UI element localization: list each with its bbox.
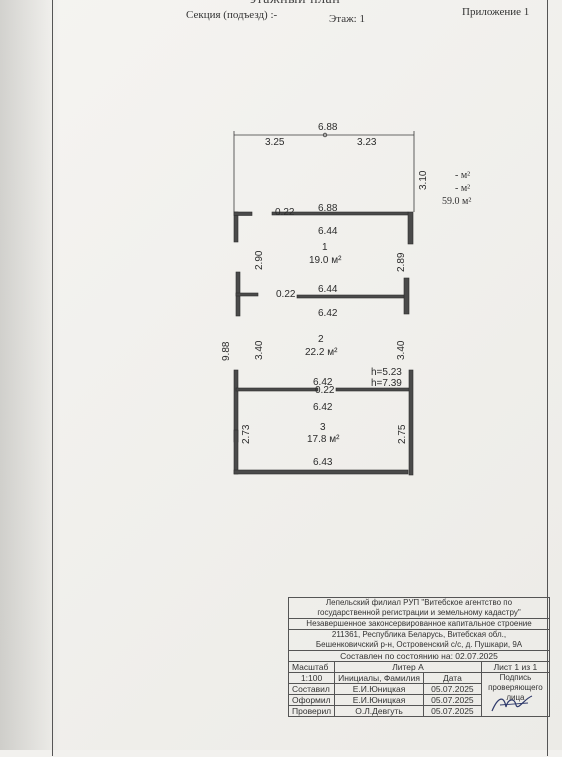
dim-room3-left: 2.73 [241,424,252,444]
stamp-role-1: Составил [287,683,336,695]
plan-title: этажный план [250,0,340,8]
plan-outline-top [233,131,415,212]
section-label: Секция (подъезд) :- [186,9,278,21]
dim-wall3-top: 6.42 [313,377,333,388]
stamp-scale-value: 1:100 [287,672,336,684]
room-2-area: 22.2 м² [305,347,338,358]
stamp-date-header: Дата [422,672,482,684]
dim-wall1-top: 6.88 [318,203,338,214]
room-2-number: 2 [318,334,324,345]
stamp-name-1: Е.И.Юницкая [334,683,424,695]
dim-wall2-thick: 0.22 [276,289,296,300]
dim-room1-right: 2.89 [396,252,407,272]
stamp-address: 211361, Республика Беларусь, Витебская о… [288,629,550,651]
dim-right-top: 3.10 [418,170,429,190]
dim-wall3-bottom: 6.42 [313,402,333,413]
dim-wall1-thick: 0.22 [275,207,295,218]
dim-height-2: h=7.39 [371,378,402,389]
room-1-area: 19.0 м² [309,255,342,266]
stamp-date-1: 05.07.2025 [422,683,482,695]
stamp-table: Лепельский филиал РУП "Витебское агентст… [287,597,551,717]
stamp-liter: Литер А [334,661,482,673]
dim-room2-left: 3.40 [254,340,265,360]
dim-wall2-bottom: 6.42 [318,308,338,319]
dim-top-left: 3.25 [265,137,285,148]
dim-top-right: 3.23 [357,137,377,148]
room-3-area: 17.8 м² [307,434,340,445]
stamp-date-3: 05.07.2025 [422,705,482,717]
stamp-sheet: Лист 1 из 1 [480,661,551,673]
dim-wall3-thick: 0.22 [315,385,335,396]
stamp-name-2: Е.И.Юницкая [334,694,424,706]
stamp-scale-label: Масштаб [287,661,336,673]
dim-wall2-top: 6.44 [318,284,338,295]
area-line-2: - м² [455,183,471,194]
dim-height-1: h=5.23 [371,367,402,378]
dim-room2-right: 3.40 [396,340,407,360]
stamp-state-date: Составлен по состоянию на: 02.07.2025 [288,650,550,662]
appendix-label: Приложение 1 [462,6,530,18]
dim-wall1-bottom: 6.44 [318,226,338,237]
signature-mark [491,695,533,712]
title-block-stamp: Лепельский филиал РУП "Витебское агентст… [287,597,551,757]
floor-label: Этаж: 1 [329,13,365,25]
stamp-object: Незавершенное законсервированное капитал… [288,618,550,630]
dim-top-total: 6.88 [318,122,338,133]
stamp-date-2: 05.07.2025 [422,694,482,706]
area-line-3: 59.0 м² [442,196,472,207]
stamp-role-2: Оформил [287,694,336,706]
stamp-role-3: Проверил [287,705,336,717]
page-fold-shadow [0,0,60,750]
stamp-signature-cell: Подпись проверяющего лица [480,672,551,717]
walls [233,211,414,476]
area-line-1: - м² [455,170,471,181]
stamp-initials-header: Инициалы, Фамилия [334,672,424,684]
stamp-organization: Лепельский филиал РУП "Витебское агентст… [288,597,550,619]
room-3-number: 3 [320,422,326,433]
dim-bottom: 6.43 [313,457,333,468]
stamp-name-3: О.Л.Девгуть [334,705,424,717]
dim-overall-left: 9.88 [221,341,232,361]
floor-plan: 6.88 3.25 3.23 3.10 0.22 6.88 6.44 2.90 … [221,122,429,476]
room-1-number: 1 [322,242,328,253]
dim-room3-right: 2.75 [397,424,408,444]
dim-room1-left: 2.90 [254,250,265,270]
